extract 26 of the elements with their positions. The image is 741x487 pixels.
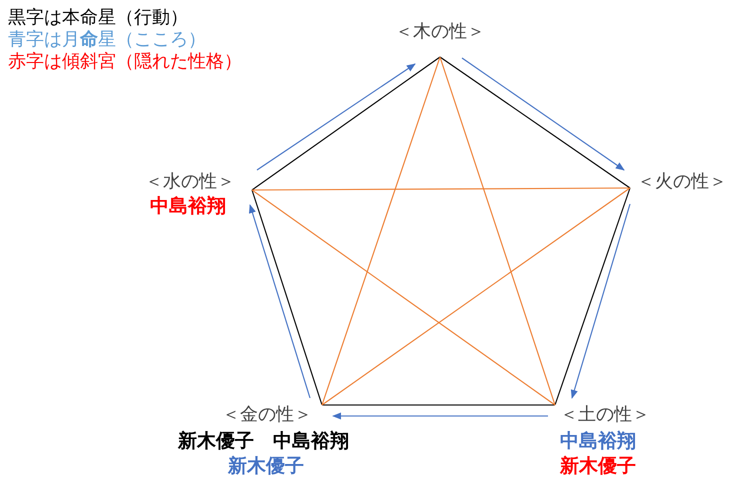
element-label: ＜土の性＞ [560,405,650,425]
line [554,188,631,406]
line [439,56,556,406]
element-label: ＜金の性＞ [222,405,312,425]
person-name: 新木優子 [228,456,304,477]
person-name: 中島裕翔 [150,196,226,217]
person-name: 中島裕翔 [560,431,636,452]
line [322,188,630,406]
arrow [570,204,631,399]
line [322,404,555,406]
person-name: 新木優子 [560,456,636,477]
person-name: 新木優子 中島裕翔 [178,431,349,452]
line [321,56,441,406]
line [252,187,630,191]
arrow [332,412,548,420]
arrow [462,58,625,170]
legend-text: 黒字は本命星（行動） [8,8,188,28]
element-label: ＜火の性＞ [637,172,727,192]
arrow [248,204,311,398]
legend-text: 赤字は傾斜宮（隠れた性格） [8,52,242,72]
element-label: ＜水の性＞ [145,172,235,192]
element-label: ＜木の性＞ [395,22,485,42]
line [252,56,440,190]
legend-text: 青字は月命星（こころ） [8,30,206,50]
line [252,190,556,406]
line [251,190,323,406]
